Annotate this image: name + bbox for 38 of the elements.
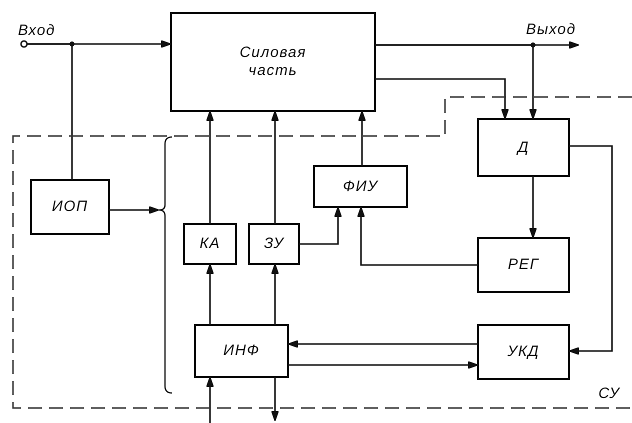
region-label: СУ — [598, 385, 620, 403]
block-label: Д — [518, 138, 530, 156]
block-box — [30, 179, 110, 235]
arrow — [376, 44, 537, 120]
connector-line — [27, 43, 73, 179]
block-box — [477, 324, 570, 380]
block-box — [194, 324, 289, 378]
block-label: Силовая часть — [238, 44, 308, 80]
block-label: РЕГ — [508, 256, 540, 274]
block-label: ЗУ — [264, 235, 284, 253]
block-label: ИНФ — [223, 342, 260, 360]
edge-label: Выход — [526, 21, 576, 38]
arrow — [358, 110, 366, 165]
arrow — [206, 376, 214, 423]
arrow — [271, 110, 279, 223]
block-box — [313, 165, 408, 208]
input-label: Вход — [18, 22, 56, 40]
block-box — [477, 118, 570, 177]
arrow — [376, 78, 509, 120]
block-box — [477, 237, 570, 293]
arrow — [357, 206, 477, 266]
block-box — [170, 12, 376, 112]
arrow — [110, 206, 160, 214]
arrow — [568, 145, 613, 355]
block-label: ИОП — [52, 198, 88, 216]
arrow — [271, 264, 279, 324]
arrow — [206, 110, 214, 223]
arrow — [206, 264, 214, 324]
block-box — [183, 223, 237, 265]
arrow — [300, 206, 342, 245]
arrow — [288, 340, 477, 348]
block-label: УКД — [508, 343, 540, 361]
block-label: КА — [200, 235, 220, 253]
block-label: ФИУ — [342, 178, 378, 196]
arrow — [529, 177, 537, 238]
arrow — [289, 361, 478, 369]
block-box — [248, 223, 300, 265]
arrow — [271, 378, 279, 422]
